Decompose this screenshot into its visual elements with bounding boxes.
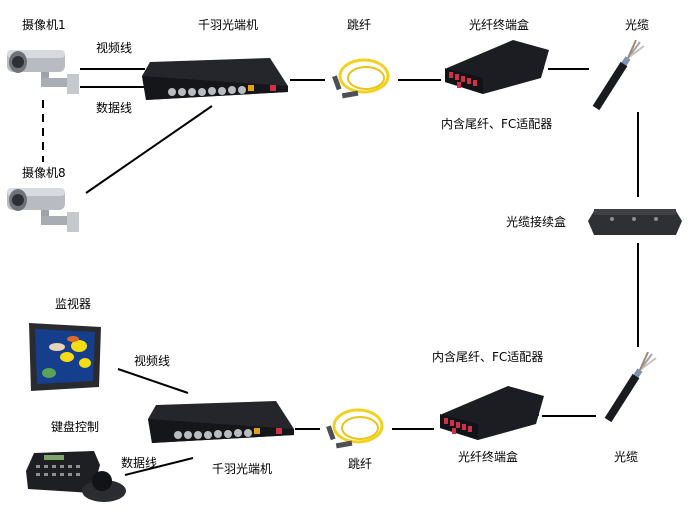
patch-cord: [328, 52, 398, 112]
terminal-box-icon: [445, 40, 549, 94]
data-line-keyboard: [124, 457, 194, 476]
cctv-camera-icon: [7, 188, 79, 232]
keyboard-label: 键盘控制: [51, 420, 100, 434]
ptz-keyboard-icon: [26, 451, 126, 502]
terminal-box-icon: [440, 386, 544, 440]
video-line-label: 视频线: [96, 41, 133, 55]
optical-transceiver-bottom: [148, 399, 298, 451]
cable-label: 光缆: [625, 18, 650, 32]
transceiver-label-bottom: 千羽光端机: [212, 462, 273, 476]
fiber-cable: [588, 39, 648, 116]
line-cam8-transceiver: [85, 105, 213, 194]
monitor-label: 监视器: [55, 297, 92, 311]
video-line-label-bottom: 视频线: [134, 354, 171, 368]
camera-1: [5, 44, 85, 104]
fiber-cable-bottom: [600, 351, 660, 428]
patch-cord-label: 跳纤: [347, 18, 372, 32]
patch-cord-bottom: [322, 402, 392, 462]
data-line-label-bottom: 数据线: [121, 456, 158, 470]
fiber-cable-icon: [604, 351, 657, 423]
monitor-icon: [29, 323, 101, 391]
cable-splice-box: [588, 205, 683, 243]
monitor: [27, 321, 103, 395]
optical-transceiver: [142, 56, 292, 108]
video-line-monitor: [117, 368, 189, 394]
terminal-box-note-bottom: 内含尾纤、FC适配器: [432, 350, 544, 364]
terminal-box-note: 内含尾纤、FC适配器: [441, 117, 553, 131]
terminal-box-label: 光纤终端盒: [469, 18, 530, 32]
fiber-patch-cord-icon: [332, 58, 390, 99]
camera-8-label: 摄像机8: [22, 166, 66, 180]
patch-cord-label-bottom: 跳纤: [348, 457, 373, 471]
fiber-patch-cord-icon: [326, 408, 384, 449]
cable-label-bottom: 光缆: [614, 450, 639, 464]
fiber-cable-icon: [592, 39, 645, 111]
transceiver-label: 千羽光端机: [198, 18, 259, 32]
fiber-terminal-box-bottom: [438, 384, 546, 448]
camera-8: [5, 182, 85, 242]
splice-box-icon: [588, 209, 682, 235]
data-line-label: 数据线: [96, 101, 133, 115]
cctv-camera-icon: [7, 50, 79, 94]
control-keyboard: [24, 449, 128, 507]
splice-box-label: 光缆接续盒: [506, 215, 567, 229]
terminal-box-label-bottom: 光纤终端盒: [458, 450, 519, 464]
transceiver-icon: [142, 58, 288, 100]
transceiver-icon: [148, 401, 294, 443]
camera-1-label: 摄像机1: [22, 18, 66, 32]
fiber-terminal-box: [443, 38, 551, 102]
